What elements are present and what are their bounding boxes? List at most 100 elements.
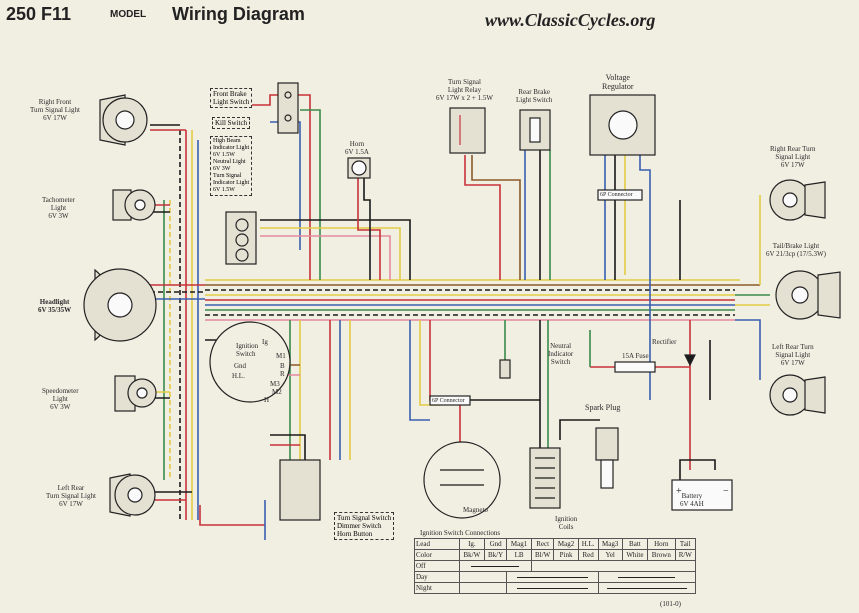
table-cell: [530, 560, 697, 572]
table-row-color: Color Bk/W Bk/Y LB Bl/W Pink Red Yel Whi…: [414, 549, 697, 561]
right-front-turn-lamp-icon: [99, 94, 148, 146]
table-cell: Batt: [621, 538, 648, 550]
table-cell: Bl/W: [530, 549, 555, 561]
connection-bar: [506, 582, 599, 594]
tail-brake-lamp-icon: [775, 270, 841, 320]
table-cell: Night: [414, 582, 460, 594]
left-rear-turn-lamp-icon: [769, 374, 826, 416]
ign-terminal-m3: M3: [270, 380, 280, 388]
left-rear-turn-lamp-front-icon: [109, 473, 156, 517]
magneto-label: Magneto: [463, 506, 488, 514]
table-cell: Bk/Y: [483, 549, 508, 561]
indicator-lights-icon: [225, 211, 257, 265]
turn-relay-icon: [449, 107, 486, 154]
ign-terminal-h: H: [264, 396, 270, 404]
ign-terminal-r: R: [280, 370, 285, 378]
ignition-switch-icon: [209, 321, 291, 403]
ign-terminal-m1: M1: [276, 352, 286, 360]
table-cell: Lead: [414, 538, 460, 550]
ign-terminal-ig: Ig: [262, 338, 268, 346]
connection-bar: [597, 582, 697, 594]
ignition-coils-icon: [529, 447, 561, 509]
table-cell: Color: [414, 549, 460, 561]
table-cell: Off: [414, 560, 460, 572]
voltage-regulator-icon: [589, 94, 656, 156]
ign-terminal-b: B: [280, 362, 285, 370]
table-cell: Brown: [646, 549, 676, 561]
connector-6p-top-label: 6P Connector: [600, 192, 633, 198]
connector-6p-mid-label: 6P Connector: [432, 398, 465, 404]
table-cell: Mag3: [597, 538, 623, 550]
table-cell: Day: [414, 571, 460, 583]
rectifier-label: Rectifier: [652, 338, 677, 346]
speedometer-lamp-icon: [114, 375, 157, 412]
table-cell: Yel: [597, 549, 623, 561]
table-row-off: Off: [414, 560, 697, 572]
model-word: MODEL: [110, 9, 147, 20]
table-row-night: Night: [414, 582, 697, 594]
connection-bar: [506, 571, 599, 583]
table-cell: Bk/W: [459, 549, 485, 561]
ignition-table: Lead Ig. Gnd Mag1 Rect Mag2 H.L. Mag3 Ba…: [414, 538, 697, 594]
connector-6p-mid-icon: [429, 395, 471, 406]
connector-6p-top-icon: [597, 189, 643, 201]
svg-text:−: −: [723, 486, 729, 497]
table-cell: LB: [506, 549, 532, 561]
spark-plug-label: Spark Plug: [585, 403, 621, 412]
table-cell: H.L.: [577, 538, 599, 550]
fuse-label: 15A Fuse: [622, 352, 649, 360]
handlebar-switch-icon: [279, 459, 321, 521]
rectifier-icon: [684, 354, 696, 367]
table-cell: Horn: [646, 538, 676, 550]
table-cell: Rect: [530, 538, 555, 550]
tachometer-lamp-icon: [112, 189, 156, 221]
site-url: www.ClassicCycles.org: [485, 10, 656, 30]
table-row-day: Day: [414, 571, 697, 583]
headlight-icon: [83, 268, 157, 342]
neutral-switch-icon: [499, 359, 511, 379]
spark-plug-icon: [595, 427, 619, 489]
battery-icon: + −: [671, 479, 733, 511]
table-cell: Mag1: [506, 538, 532, 550]
table-cell: Pink: [553, 549, 579, 561]
table-cell: Red: [577, 549, 599, 561]
ign-terminal-m2: M2: [272, 388, 282, 396]
ign-terminal-gnd: Gnd: [234, 362, 247, 370]
reference-number: (101-0): [660, 600, 681, 608]
connection-bar: [459, 560, 532, 572]
table-cell: R/W: [674, 549, 697, 561]
model-number: 250 F11: [6, 4, 72, 24]
front-brake-switch-icon: [277, 82, 299, 134]
table-cell: Mag2: [553, 538, 579, 550]
table-row-lead: Lead Ig. Gnd Mag1 Rect Mag2 H.L. Mag3 Ba…: [414, 538, 697, 550]
table-cell: [458, 582, 508, 594]
ignition-table-title: Ignition Switch Connections: [420, 529, 501, 537]
table-cell: White: [621, 549, 648, 561]
kill-switch-label: Kill Switch: [212, 117, 251, 129]
svg-text:+: +: [676, 486, 682, 497]
fuse-icon: [614, 361, 656, 373]
horn-icon: [347, 157, 371, 179]
table-cell: [458, 571, 508, 583]
table-cell: Tail: [674, 538, 697, 550]
page-title: Wiring Diagram: [172, 4, 305, 24]
connection-bar: [597, 571, 697, 583]
